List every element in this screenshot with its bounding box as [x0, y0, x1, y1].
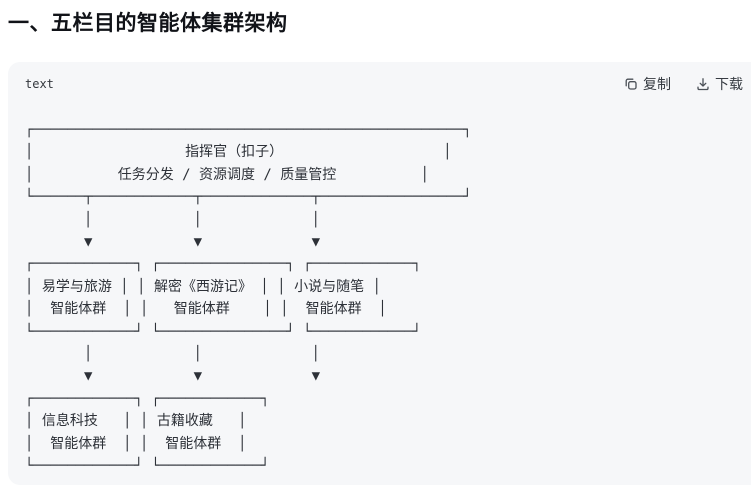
download-button-label: 下载	[715, 76, 743, 92]
copy-button-label: 复制	[643, 76, 671, 92]
page-title: 一、五栏目的智能体集群架构	[8, 12, 288, 35]
code-block-actions: 复制 下载	[623, 74, 743, 94]
ascii-architecture-diagram: ┌───────────────────────────────────────…	[25, 122, 472, 475]
download-icon	[695, 76, 711, 92]
copy-button[interactable]: 复制	[623, 74, 671, 94]
code-block-card: text 复制 下载	[8, 62, 751, 485]
code-block-header: text 复制 下载	[8, 62, 751, 93]
download-button[interactable]: 下载	[695, 74, 743, 94]
code-language-label: text	[25, 77, 54, 91]
copy-icon	[623, 76, 639, 92]
